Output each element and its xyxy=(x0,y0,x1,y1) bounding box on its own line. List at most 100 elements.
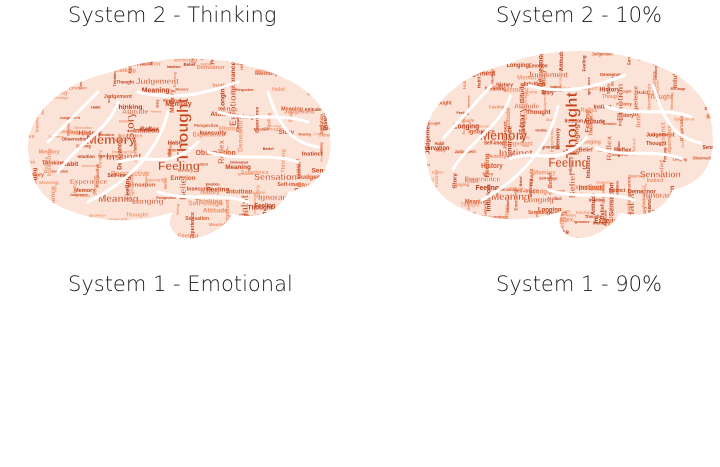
slide-title-system1-percent: System 1 - 90% xyxy=(496,272,662,296)
svg-text:Meaning: Meaning xyxy=(263,60,280,65)
svg-text:Sensation: Sensation xyxy=(627,44,632,65)
svg-text:Memory: Memory xyxy=(486,154,507,160)
svg-text:Thought: Thought xyxy=(646,141,667,147)
svg-text:Story: Story xyxy=(546,118,556,122)
svg-text:Meaning: Meaning xyxy=(39,180,59,186)
svg-text:Instinct: Instinct xyxy=(434,169,439,187)
svg-text:Meaning: Meaning xyxy=(327,63,338,68)
svg-text:Judgement: Judgement xyxy=(59,115,80,120)
svg-text:Feeling: Feeling xyxy=(484,153,491,177)
svg-text:Reflex: Reflex xyxy=(129,199,140,203)
svg-text:Intuition: Intuition xyxy=(576,210,593,215)
svg-text:Demeanor: Demeanor xyxy=(600,72,621,77)
svg-text:Insecurity: Insecurity xyxy=(64,237,97,244)
svg-text:Observation: Observation xyxy=(318,133,338,138)
svg-text:Memory: Memory xyxy=(39,150,60,156)
svg-text:Sensation: Sensation xyxy=(325,235,339,239)
svg-text:Story: Story xyxy=(420,208,424,218)
svg-text:Emotion: Emotion xyxy=(514,192,519,210)
svg-text:Belief: Belief xyxy=(263,212,280,218)
svg-text:Habit: Habit xyxy=(62,161,79,168)
svg-text:Thought: Thought xyxy=(116,80,134,85)
svg-text:Judgement: Judgement xyxy=(638,56,661,61)
svg-text:Instinct: Instinct xyxy=(87,52,94,72)
svg-text:Memory: Memory xyxy=(480,127,528,143)
svg-text:Ignorance: Ignorance xyxy=(224,57,251,63)
svg-text:Attitude: Attitude xyxy=(591,193,597,215)
svg-text:Thought: Thought xyxy=(626,198,633,227)
svg-text:Story: Story xyxy=(425,110,434,114)
svg-text:Thought: Thought xyxy=(675,196,701,203)
svg-text:Instinct: Instinct xyxy=(618,110,623,126)
svg-text:Instinct: Instinct xyxy=(588,111,595,136)
svg-text:Reflex: Reflex xyxy=(711,44,720,47)
svg-text:Self-image: Self-image xyxy=(282,70,317,77)
svg-text:Intuition: Intuition xyxy=(446,65,458,69)
svg-text:Emotion: Emotion xyxy=(169,143,173,157)
svg-text:Sensation: Sensation xyxy=(640,169,681,179)
svg-text:Ignorance: Ignorance xyxy=(118,134,143,140)
svg-text:Belief: Belief xyxy=(559,214,566,234)
svg-text:Experience: Experience xyxy=(193,132,226,138)
svg-text:Demeanor: Demeanor xyxy=(646,195,653,227)
svg-text:Emotion: Emotion xyxy=(419,183,432,187)
svg-text:Sensation: Sensation xyxy=(69,226,90,231)
svg-text:Memory: Memory xyxy=(165,101,192,108)
svg-text:History: History xyxy=(713,194,720,201)
svg-text:Thought: Thought xyxy=(426,219,451,226)
svg-text:Emotion: Emotion xyxy=(114,53,140,60)
svg-text:Intuition: Intuition xyxy=(227,189,253,196)
svg-text:Longing: Longing xyxy=(53,63,77,70)
svg-text:Observation: Observation xyxy=(565,237,591,242)
svg-text:Feeling: Feeling xyxy=(535,47,551,53)
svg-text:Reflex: Reflex xyxy=(80,194,90,198)
svg-text:Experience: Experience xyxy=(32,63,69,70)
svg-text:Insecurity: Insecurity xyxy=(108,217,129,222)
svg-text:Thought: Thought xyxy=(292,197,299,225)
svg-text:Ignorance: Ignorance xyxy=(233,216,239,242)
svg-text:Judgement: Judgement xyxy=(284,109,314,115)
svg-text:Experience: Experience xyxy=(667,125,673,156)
svg-text:Habit: Habit xyxy=(450,58,466,65)
svg-text:Attitude: Attitude xyxy=(122,109,149,116)
svg-text:Judgement: Judgement xyxy=(70,193,88,197)
svg-text:Ignorance: Ignorance xyxy=(541,144,561,149)
svg-text:Belief: Belief xyxy=(548,173,554,188)
svg-text:Emotion: Emotion xyxy=(590,188,605,192)
svg-text:Judgement: Judgement xyxy=(297,174,333,181)
svg-text:Thinking: Thinking xyxy=(281,214,285,228)
svg-text:Thought: Thought xyxy=(263,127,283,133)
svg-text:Sensation: Sensation xyxy=(319,114,324,135)
svg-text:Feeling: Feeling xyxy=(255,204,276,210)
svg-text:Meaning: Meaning xyxy=(669,92,674,110)
svg-text:Habit: Habit xyxy=(622,44,632,46)
svg-text:Instinct: Instinct xyxy=(106,152,142,163)
svg-text:Demeanor: Demeanor xyxy=(49,134,65,138)
svg-text:Emotion: Emotion xyxy=(170,175,195,182)
svg-text:Memory: Memory xyxy=(686,193,692,215)
svg-text:Intuition: Intuition xyxy=(163,52,167,57)
svg-text:Observation: Observation xyxy=(74,126,93,130)
svg-text:Story: Story xyxy=(303,71,311,75)
svg-text:Ignorance: Ignorance xyxy=(238,172,254,176)
svg-text:Experience: Experience xyxy=(448,44,455,66)
svg-text:Reflex: Reflex xyxy=(614,147,632,154)
svg-text:Demeanor: Demeanor xyxy=(628,189,657,195)
svg-text:Observation: Observation xyxy=(283,61,313,67)
svg-text:Insecurity: Insecurity xyxy=(35,110,40,132)
svg-text:Attitude: Attitude xyxy=(46,217,50,229)
svg-text:Belief: Belief xyxy=(579,148,593,154)
svg-text:Habit: Habit xyxy=(168,141,183,147)
svg-text:Story: Story xyxy=(288,107,294,122)
svg-text:Reflex: Reflex xyxy=(319,198,333,203)
svg-text:Longing: Longing xyxy=(524,195,554,204)
svg-text:Demeanor: Demeanor xyxy=(681,129,685,148)
svg-text:Judgement: Judgement xyxy=(106,52,127,54)
svg-text:Sensation: Sensation xyxy=(615,181,619,197)
svg-text:History: History xyxy=(219,125,242,132)
svg-text:Judgement: Judgement xyxy=(527,70,568,79)
svg-text:Thought: Thought xyxy=(63,61,83,67)
svg-text:Self-image: Self-image xyxy=(671,87,686,91)
svg-text:Thought: Thought xyxy=(458,118,475,123)
svg-text:Longing: Longing xyxy=(72,67,92,73)
